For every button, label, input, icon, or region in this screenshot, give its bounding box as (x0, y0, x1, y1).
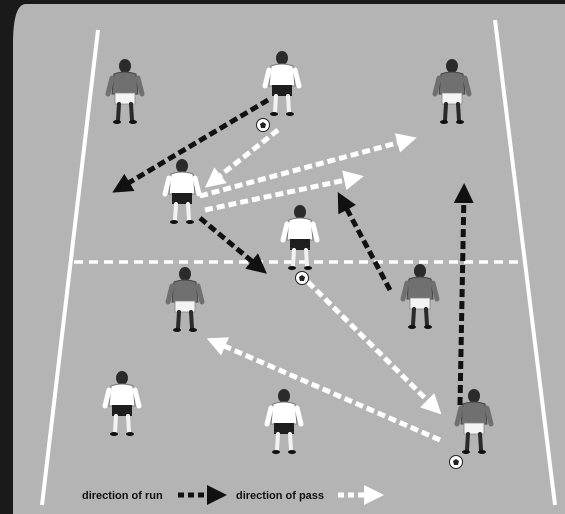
ball (450, 456, 463, 469)
legend-run-label: direction of run (82, 490, 163, 502)
ball (257, 119, 270, 132)
legend-pass-label: direction of pass (236, 490, 324, 502)
ball (296, 272, 309, 285)
